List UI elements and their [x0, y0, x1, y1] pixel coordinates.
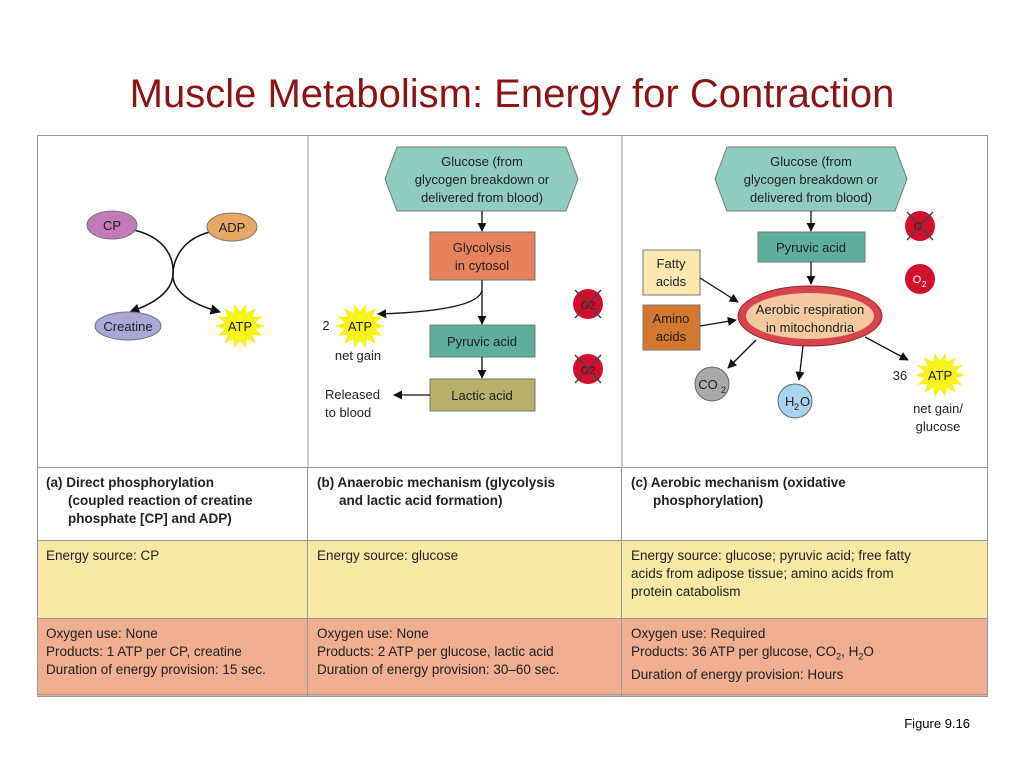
svg-text:ATP: ATP [228, 319, 252, 334]
energy-source-row: Energy source: CP Energy source: glucose… [37, 540, 988, 619]
atp-starburst-icon [335, 304, 385, 348]
svg-text:ATP: ATP [928, 368, 952, 383]
svg-text:Glucose (from: Glucose (from [441, 154, 523, 169]
svg-text:Glycolysis: Glycolysis [453, 240, 512, 255]
figure-label: Figure 9.16 [904, 716, 970, 731]
svg-text:acids: acids [656, 329, 687, 344]
svg-text:Lactic acid: Lactic acid [451, 388, 512, 403]
adp-node [206, 212, 258, 242]
no-oxygen-icon: O2 [573, 354, 603, 384]
svg-text:O: O [800, 394, 810, 409]
svg-text:2: 2 [794, 402, 799, 412]
svg-text:net gain/: net gain/ [913, 401, 963, 416]
no-oxygen-icon: O2 [573, 289, 603, 319]
no-oxygen-icon: O [905, 211, 935, 241]
pyruvic-acid-box [757, 231, 866, 263]
fatty-acids-box [642, 249, 701, 296]
svg-text:Released: Released [325, 387, 380, 402]
svg-text:glycogen breakdown or: glycogen breakdown or [744, 172, 879, 187]
svg-text:Pyruvic acid: Pyruvic acid [776, 240, 846, 255]
svg-text:glycogen breakdown or: glycogen breakdown or [415, 172, 550, 187]
svg-text:acids: acids [656, 274, 687, 289]
svg-text:O: O [913, 274, 922, 286]
svg-text:ATP: ATP [348, 319, 372, 334]
svg-text:Fatty: Fatty [657, 256, 686, 271]
svg-text:delivered from blood): delivered from blood) [421, 190, 543, 205]
oxygen-icon: O 2 [905, 264, 935, 294]
svg-text:CP: CP [103, 218, 121, 233]
svg-text:Pyruvic acid: Pyruvic acid [447, 334, 517, 349]
glycolysis-box [429, 231, 536, 281]
svg-text:to blood: to blood [325, 405, 371, 420]
svg-text:CO: CO [698, 377, 718, 392]
svg-text:delivered from blood): delivered from blood) [750, 190, 872, 205]
svg-text:H: H [785, 394, 794, 409]
amino-acids-box [642, 304, 701, 351]
svg-text:Aerobic respiration: Aerobic respiration [756, 302, 864, 317]
glucose-hexagon [384, 146, 579, 212]
svg-text:Glucose (from: Glucose (from [770, 154, 852, 169]
h2o-circle [777, 383, 813, 419]
svg-text:net gain: net gain [335, 348, 381, 363]
panel-c-diagram: Glucose (from glycogen breakdown or deli… [642, 146, 965, 434]
svg-text:Creatine: Creatine [103, 319, 152, 334]
atp-starburst-icon [915, 353, 965, 397]
caption-row: (a) Direct phosphorylation(coupled react… [37, 467, 988, 541]
svg-text:2: 2 [322, 318, 329, 333]
creatine-node [94, 311, 162, 341]
glucose-hexagon [714, 146, 908, 212]
svg-text:2: 2 [922, 280, 927, 289]
svg-text:ADP: ADP [219, 220, 246, 235]
panel-b-diagram: Glucose (from glycogen breakdown or deli… [322, 146, 603, 420]
svg-text:glucose: glucose [916, 419, 961, 434]
atp-starburst-icon [215, 304, 265, 348]
co2-circle [694, 366, 730, 402]
svg-text:2: 2 [721, 385, 726, 395]
cp-node [86, 210, 138, 240]
svg-text:in cytosol: in cytosol [455, 258, 509, 273]
svg-text:36: 36 [893, 368, 907, 383]
svg-text:in mitochondria: in mitochondria [766, 320, 855, 335]
lactic-acid-box [429, 378, 536, 412]
slide-title: Muscle Metabolism: Energy for Contractio… [129, 72, 895, 116]
svg-text:Amino: Amino [653, 311, 690, 326]
panel-a-diagram: CP ADP Creatine ATP [86, 210, 265, 348]
